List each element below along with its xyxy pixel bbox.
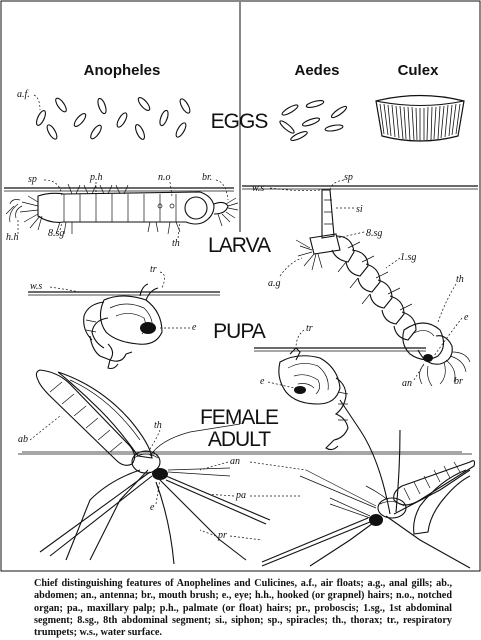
culicine-larva	[242, 185, 478, 387]
anopheles-eggs	[34, 95, 193, 142]
header-culex: Culex	[398, 62, 440, 79]
label-mouth-brush-right: br	[454, 376, 463, 387]
anopheles-pupa	[28, 283, 220, 370]
stage-eggs: EGGS	[211, 110, 269, 133]
label-antenna-adult: an	[230, 456, 240, 467]
stage-larva: LARVA	[208, 234, 271, 257]
label-trumpets-left: tr	[150, 264, 157, 275]
label-spiracles-right: sp	[344, 172, 353, 183]
label-notched-organ: n.o	[158, 172, 171, 183]
label-eye-adult: e	[150, 502, 155, 513]
label-water-surface-pupa: w.s	[30, 281, 42, 292]
stage-adult: ADULT	[208, 428, 271, 451]
label-spiracles-left: sp	[28, 174, 37, 185]
label-air-floats: a.f.	[17, 89, 30, 100]
label-eye-pupa-left: e	[192, 322, 197, 333]
label-maxillary-palp: pa	[235, 490, 246, 501]
label-1st-segment: 1.sg	[400, 252, 416, 263]
label-antenna-larva: an	[402, 378, 412, 389]
header-aedes: Aedes	[294, 62, 339, 79]
anopheles-larva	[4, 183, 239, 235]
label-abdomen: ab	[18, 434, 28, 445]
culicine-pupa	[254, 347, 426, 451]
label-eye-pupa-right: e	[260, 376, 265, 387]
label-anal-gills: a.g	[268, 278, 281, 289]
figure-caption: Chief distinguishing features of Anophel…	[34, 578, 452, 639]
label-8th-segment-right: 8.sg	[366, 228, 382, 239]
stage-female: FEMALE	[200, 406, 279, 429]
anopheles-adult	[18, 369, 472, 565]
aedes-eggs	[277, 98, 349, 143]
label-siphon: si	[356, 204, 363, 215]
label-proboscis: pr	[217, 530, 227, 541]
culicine-adult	[261, 399, 476, 569]
label-thorax-right: th	[456, 274, 464, 285]
label-trumpets-right: tr	[306, 323, 313, 334]
label-thorax-left: th	[172, 238, 180, 249]
label-mouth-brush-left: br.	[202, 172, 212, 183]
label-8th-segment-left: 8.sg	[48, 228, 64, 239]
label-thorax-adult: th	[154, 420, 162, 431]
label-hooked-hairs: h.h	[6, 232, 19, 243]
stage-pupa: PUPA	[213, 320, 266, 343]
label-eye-larva: e	[464, 312, 469, 323]
header-anopheles: Anopheles	[84, 62, 161, 79]
label-water-surface-right: w.s	[252, 183, 264, 194]
culex-egg-raft	[375, 94, 465, 142]
label-palmate-hairs: p.h	[89, 172, 103, 183]
figure-frame	[0, 0, 481, 572]
